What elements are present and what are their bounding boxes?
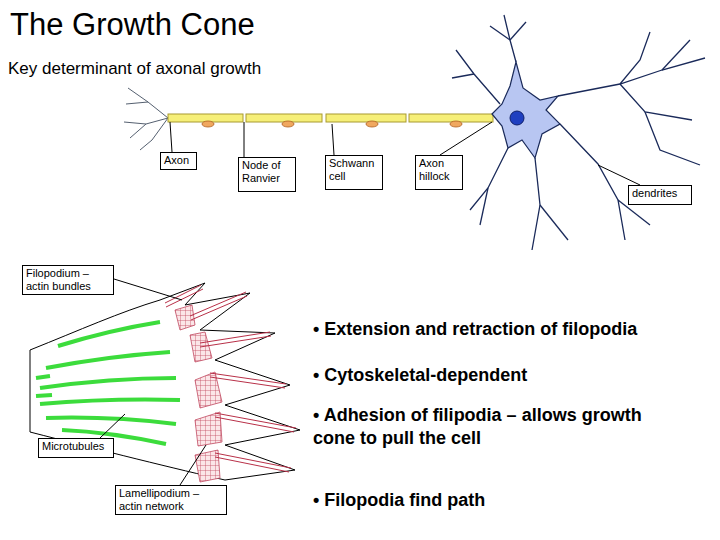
dendrite bbox=[456, 50, 500, 104]
dendrite bbox=[645, 112, 700, 165]
bullet-point: • Adhesion of filipodia – allows growth … bbox=[313, 404, 685, 450]
leader-line bbox=[170, 122, 172, 152]
dendrite bbox=[470, 148, 508, 210]
diagram-title: The Growth Cone bbox=[10, 7, 255, 43]
label-box: Schwann cell bbox=[325, 155, 383, 190]
actin-network bbox=[175, 305, 195, 330]
label-text: Axon hillock bbox=[419, 157, 459, 183]
myelin-segment bbox=[409, 114, 493, 122]
actin-bundle bbox=[200, 336, 271, 347]
label-text: Microtubules bbox=[42, 440, 110, 453]
bullet-point: • Cytoskeletal-dependent bbox=[313, 364, 713, 387]
label-box: Microtubules bbox=[38, 438, 114, 458]
schwann-nucleus bbox=[282, 121, 294, 127]
label-text: Axon bbox=[164, 154, 193, 167]
label-box: dendrites bbox=[628, 185, 692, 205]
microtubule bbox=[36, 395, 52, 396]
microtubule bbox=[58, 322, 160, 346]
axon-terminal bbox=[140, 118, 168, 150]
actin-bundle bbox=[190, 292, 246, 316]
actin-bundle bbox=[166, 289, 203, 307]
label-text: Node of Ranvier bbox=[242, 159, 292, 185]
dendrite bbox=[510, 22, 526, 40]
leader-line bbox=[332, 124, 334, 155]
microtubule bbox=[46, 352, 170, 368]
schwann-nucleus bbox=[202, 121, 214, 127]
label-text: Lamellipodium – actin network bbox=[119, 487, 223, 513]
leader-line bbox=[180, 445, 206, 485]
axon-terminal bbox=[124, 118, 168, 124]
label-box: Node of Ranvier bbox=[238, 157, 296, 192]
myelin-segment bbox=[326, 114, 406, 122]
leader-line bbox=[114, 279, 182, 300]
myelin-segment bbox=[168, 114, 243, 122]
microtubule bbox=[36, 376, 50, 378]
label-text: Filopodium – actin bundles bbox=[26, 267, 110, 293]
myelin-segment bbox=[246, 114, 322, 122]
dendrite bbox=[558, 58, 705, 96]
dendrite bbox=[540, 205, 568, 240]
microtubule bbox=[40, 378, 176, 388]
dendrite bbox=[620, 84, 692, 120]
dendrite bbox=[490, 26, 510, 40]
axon-terminal bbox=[126, 102, 148, 104]
actin-bundle bbox=[215, 413, 296, 428]
nucleus bbox=[510, 111, 524, 125]
dendrite bbox=[662, 40, 690, 70]
bullet-point: • Filopodia find path bbox=[313, 489, 713, 512]
subtitle: Key determinant of axonal growth bbox=[8, 58, 328, 80]
actin-network bbox=[195, 450, 220, 482]
dendrite bbox=[452, 74, 474, 78]
label-box: Lamellipodium – actin network bbox=[115, 485, 227, 515]
dendrite bbox=[620, 32, 650, 84]
actin-bundle bbox=[191, 296, 247, 320]
axon-terminal bbox=[130, 124, 146, 138]
dendrite bbox=[532, 158, 540, 250]
actin-bundle bbox=[215, 417, 294, 432]
label-box: Filopodium – actin bundles bbox=[22, 265, 114, 295]
microtubule bbox=[40, 400, 180, 405]
leader-line bbox=[598, 165, 640, 185]
cell-body bbox=[492, 62, 560, 158]
schwann-nucleus bbox=[450, 121, 462, 127]
dendrite bbox=[560, 124, 625, 240]
label-box: Axon bbox=[160, 152, 197, 170]
schwann-nucleus bbox=[366, 121, 378, 127]
microtubule bbox=[46, 418, 176, 424]
actin-network bbox=[195, 372, 222, 408]
label-text: dendrites bbox=[632, 187, 688, 200]
label-box: Axon hillock bbox=[415, 155, 463, 190]
dendrite bbox=[480, 188, 488, 225]
bullet-point: • Extension and retraction of filopodia bbox=[313, 318, 713, 341]
leader-line bbox=[244, 122, 245, 157]
actin-bundle bbox=[215, 453, 291, 468]
leader-line bbox=[100, 414, 125, 438]
leader-line bbox=[440, 122, 492, 155]
label-text: Schwann cell bbox=[329, 157, 379, 183]
dendrite bbox=[504, 15, 516, 62]
actin-bundle bbox=[215, 457, 289, 472]
actin-bundle bbox=[165, 285, 201, 303]
growth-cone-outline bbox=[30, 283, 300, 480]
actin-bundle bbox=[210, 377, 285, 388]
